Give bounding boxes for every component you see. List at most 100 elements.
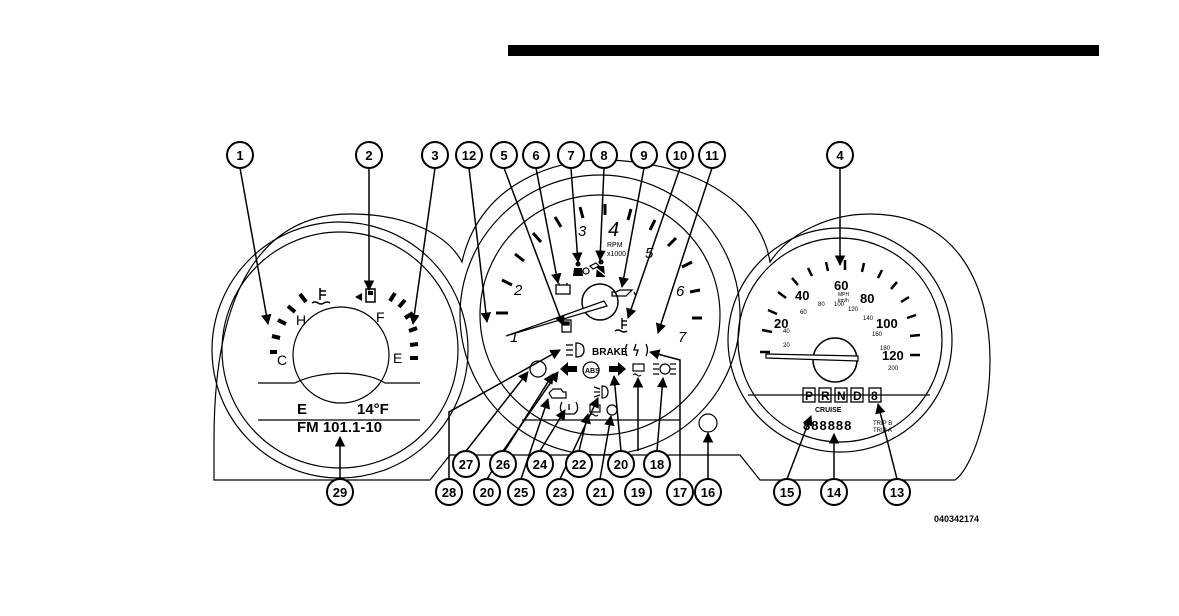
mph-100: 100 <box>876 316 898 331</box>
rpm-scale-label: x1000 <box>607 251 626 258</box>
seatbelt-icon <box>595 259 607 277</box>
callout-20-lower: 20 <box>480 485 494 500</box>
kmh-100: 100 <box>834 302 845 308</box>
callout-10: 10 <box>673 148 687 163</box>
tachometer-labels: 1 2 3 4 5 6 7 <box>510 219 687 346</box>
gear-8: 8 <box>871 389 878 403</box>
temp-high-label: H <box>296 312 306 328</box>
callout-28: 28 <box>442 485 456 500</box>
tach-label-3: 3 <box>578 223 587 240</box>
callout-23: 23 <box>553 485 567 500</box>
callout-4: 4 <box>836 148 844 163</box>
callout-20-upper: 20 <box>614 457 628 472</box>
gear-p: P <box>805 389 813 403</box>
callout-14: 14 <box>827 485 842 500</box>
callout-9: 9 <box>640 148 647 163</box>
front-fog-icon <box>593 385 609 399</box>
lcd-temperature: 14°F <box>357 401 389 418</box>
kmh-40: 40 <box>783 329 790 335</box>
security-icon <box>588 262 601 270</box>
traction-icon <box>632 363 645 377</box>
callout-11: 11 <box>705 148 719 163</box>
mph-80: 80 <box>860 291 874 306</box>
temp-cold-label: C <box>277 352 287 368</box>
rear-fog-icon <box>529 360 547 378</box>
tach-label-1: 1 <box>510 329 518 346</box>
callout-24: 24 <box>533 457 548 472</box>
callout-17: 17 <box>673 485 687 500</box>
callout-5: 5 <box>500 148 507 163</box>
check-engine-icon <box>548 388 567 399</box>
callout-15: 15 <box>780 485 794 500</box>
kmh-20: 20 <box>783 343 790 349</box>
gear-n: N <box>837 389 846 403</box>
gear-d: D <box>853 389 862 403</box>
lcd-radio: FM 101.1-10 <box>297 419 382 436</box>
callout-1: 1 <box>236 148 243 163</box>
callout-12: 12 <box>462 148 476 163</box>
rpm-label: RPM <box>607 242 623 249</box>
tire-pressure-icon <box>559 401 579 415</box>
right-turn-icon <box>609 362 626 376</box>
fuel-empty-label: E <box>393 350 402 366</box>
fuel-pump-icon <box>355 288 376 303</box>
lcd-compass: E <box>297 401 307 418</box>
tach-hub <box>581 283 619 321</box>
callout-8: 8 <box>600 148 607 163</box>
tach-label-5: 5 <box>645 245 654 262</box>
callout-3: 3 <box>431 148 438 163</box>
tach-label-4: 4 <box>608 219 619 241</box>
tachometer-ticks <box>496 204 702 320</box>
coolant-temp-icon <box>311 288 331 305</box>
speedometer-kmh-labels: 20 40 60 80 100 120 140 160 180 200 <box>783 302 899 372</box>
kmh-180: 180 <box>880 346 891 352</box>
callout-26: 26 <box>496 457 510 472</box>
gear-selector: P R N D 8 <box>802 387 882 403</box>
tach-label-2: 2 <box>513 282 523 299</box>
kmh-120: 120 <box>848 307 859 313</box>
callout-numbers: 1 2 3 12 5 6 7 8 9 10 11 4 29 27 26 24 2… <box>236 148 904 500</box>
front-fog-icon <box>653 363 676 375</box>
svg-text:ABS: ABS <box>585 368 600 375</box>
fuel-gauge-ticks <box>388 291 419 360</box>
callout-circles <box>226 141 911 506</box>
mph-40: 40 <box>795 288 809 303</box>
kmh-80: 80 <box>818 302 825 308</box>
tach-label-6: 6 <box>676 283 685 300</box>
mph-60: 60 <box>834 278 848 293</box>
callout-7: 7 <box>567 148 574 163</box>
speedometer-ticks <box>760 260 921 357</box>
callout-19: 19 <box>631 485 645 500</box>
callout-22: 22 <box>572 457 586 472</box>
cruise-indicator-icon <box>606 404 618 416</box>
callout-29: 29 <box>333 485 347 500</box>
speedometer-mph-labels: 20 40 60 80 100 120 <box>774 278 904 363</box>
brake-warning-label: BRAKE <box>592 347 628 358</box>
callout-25: 25 <box>514 485 528 500</box>
abs-icon: ABS <box>582 361 600 379</box>
airbag-icon <box>573 261 590 276</box>
tach-label-7: 7 <box>678 329 687 346</box>
callout-27: 27 <box>459 457 473 472</box>
kmh-160: 160 <box>872 332 883 338</box>
gear-r: R <box>821 389 830 403</box>
mph-120: 120 <box>882 348 904 363</box>
callout-13: 13 <box>890 485 904 500</box>
coolant-temp-icon <box>614 318 628 333</box>
center-display-bezel <box>292 306 390 404</box>
odometer-digits: 888888 <box>803 418 852 433</box>
fuel-full-label: F <box>376 309 385 325</box>
mph-20: 20 <box>774 316 788 331</box>
header-bar <box>508 45 1099 56</box>
fuel-pump-icon <box>561 319 572 333</box>
left-turn-icon <box>560 362 577 376</box>
callout-6: 6 <box>532 148 539 163</box>
trip-a-label: TRIP A <box>873 428 892 434</box>
high-beam-icon <box>566 342 585 358</box>
figure-id: 040342174 <box>934 514 979 524</box>
speed-unit-kmh: km/h <box>838 298 849 304</box>
callout-2: 2 <box>365 148 372 163</box>
callout-18: 18 <box>650 457 664 472</box>
